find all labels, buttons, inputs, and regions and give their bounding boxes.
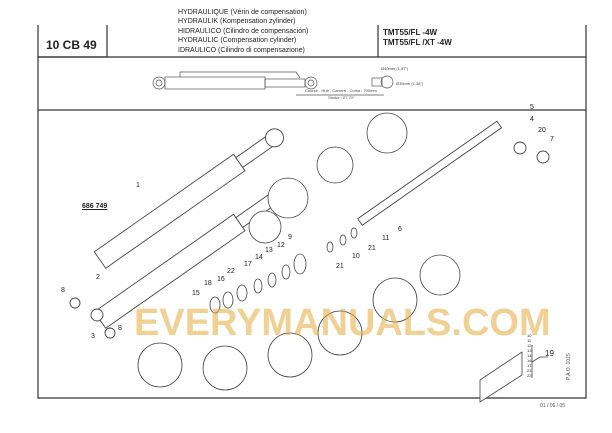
overview-cylinder: [152, 71, 394, 96]
callout: 16: [217, 276, 225, 283]
title-fr: HYDRAULIQUE (Vérin de compensation): [178, 9, 307, 16]
callout: 4: [530, 116, 534, 123]
reference: P.A.O. 10JS: [566, 353, 572, 380]
model-1: TMT55/FL -4W: [383, 28, 438, 37]
kit-item-list: 10 11 12 13 14 16 17 21 22: [527, 333, 531, 378]
kit-item: 13: [527, 348, 532, 353]
callout: 3: [91, 333, 95, 340]
kit-item: 11: [527, 338, 532, 343]
title-de: HYDRAULIK (Kompensation zylinder): [178, 18, 296, 26]
title-es: HIDRAULICO (Cilindro de compensación): [178, 27, 309, 35]
piston-rod: [357, 120, 503, 226]
kit-item: 21: [527, 368, 532, 373]
date: 01 / 06 / 05: [540, 403, 566, 409]
callout: 21: [368, 245, 376, 252]
callout: 20: [538, 127, 546, 134]
kit-item: 14: [527, 353, 532, 358]
callout: 8: [61, 287, 65, 294]
callout: 11: [382, 235, 390, 242]
kit-label: [479, 351, 523, 403]
callout: 12: [277, 242, 285, 249]
dim-bore: Ø35mm (1,38"): [396, 81, 424, 86]
callout: 14: [255, 254, 263, 261]
watermark: EVERYMANUALS.COM: [134, 302, 551, 344]
callout: 18: [204, 280, 212, 287]
kit-item: 16: [527, 358, 532, 363]
kit-item: 10: [527, 333, 532, 338]
callout: 21: [336, 263, 344, 270]
callout: 22: [227, 268, 235, 275]
kit-callout: 19: [545, 349, 554, 358]
detail-circles: [137, 112, 548, 403]
kit-item: 12: [527, 343, 532, 348]
callout: 8: [118, 325, 122, 332]
callout: 9: [288, 234, 292, 241]
callout: 5: [530, 104, 534, 111]
callout: 1: [136, 182, 140, 189]
callout: 17: [244, 261, 252, 268]
callout: 10: [352, 253, 360, 260]
callout: 15: [192, 290, 200, 297]
kit-item: 22: [527, 373, 532, 378]
model-2: TMT55/FL /XT -4W: [383, 38, 452, 47]
dim-rod: Ø40mm (1,57"): [381, 66, 409, 71]
stroke-label: Course - Hub - Carrera - Corsa : 700mm: [305, 88, 377, 93]
callout-part-number: 686 749: [82, 203, 108, 210]
callout: 2: [96, 274, 100, 281]
title-it: IDRAULICO (Cilindro di compensazione): [178, 46, 305, 54]
model-box: [377, 25, 587, 57]
title-block: HYDRAULIQUE (Vérin de compensation) HYDR…: [178, 8, 308, 55]
stroke-en-label: Stroke : 27,70": [328, 95, 355, 100]
title-en: HYDRAULIC (Compensation cylinder): [178, 37, 297, 45]
kit-item: 17: [527, 363, 532, 368]
cylinder-upper: [93, 128, 284, 269]
model-list: TMT55/FL -4W TMT55/FL /XT -4W: [383, 28, 452, 48]
callout: 7: [550, 136, 554, 143]
page-code: 10 CB 49: [46, 38, 97, 52]
seal-rings: [209, 227, 358, 314]
frame: [37, 57, 587, 399]
callout: 13: [265, 247, 273, 254]
callout: 6: [398, 226, 402, 233]
